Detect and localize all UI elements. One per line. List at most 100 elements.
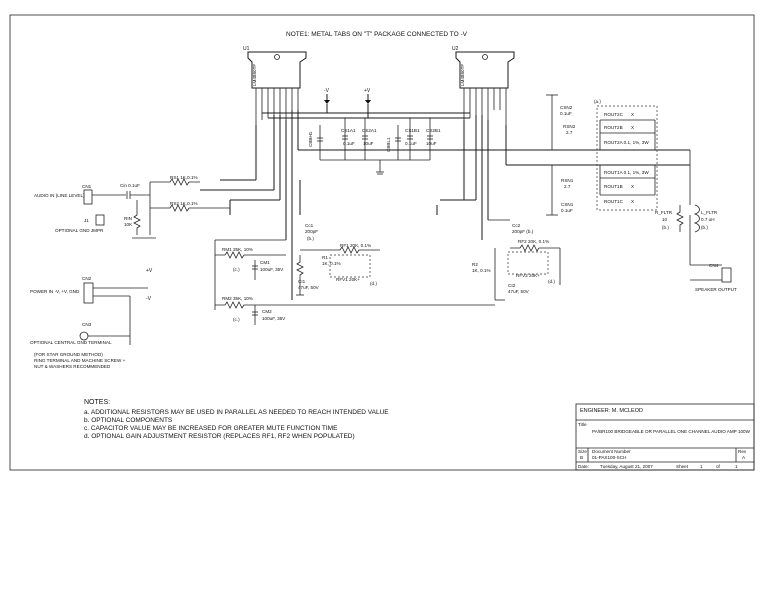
svg-text:47uF, 50V: 47uF, 50V [508,289,530,294]
drawing-title: PA/BR100 BRIDGEABLE OR PARALLEL ONE CHAN… [592,429,751,434]
notes-block: NOTES: a. ADDITIONAL RESISTORS MAY BE US… [84,399,389,440]
svg-text:0.1uF: 0.1uF [405,141,417,146]
feedback-network-1: Cc1 200pF (b.) RF1 20K, 0.1% R1 1K, 0.1%… [296,223,380,296]
ic-u2: U2 LM4880TF [452,46,515,89]
ic-pins [255,88,507,125]
svg-text:RF2 20K, 0.1%: RF2 20K, 0.1% [518,239,549,244]
j1-jumper [95,214,105,226]
svg-text:0.1uF: 0.1uF [560,111,572,116]
svg-text:(b.): (b.) [701,225,708,230]
main-wiring [200,110,690,300]
svg-text:CSN2: CSN2 [560,105,573,110]
rout-dashed-box [596,105,658,211]
svg-text:RM1 35K, 10%: RM1 35K, 10% [222,247,253,252]
svg-text:Date:: Date: [578,464,589,469]
svg-text:Sheet: Sheet [676,464,689,469]
svg-text:10K: 10K [124,222,133,227]
svg-text:(d.): (d.) [548,279,555,284]
svg-text:CS1A1: CS1A1 [341,128,356,133]
svg-text:CM1: CM1 [260,260,270,265]
output-filter: R_FLTR 10 (b.) L_FLTR 0.7 uH (b.) CN4 SP… [655,204,737,292]
svg-text:RING TERMINAL AND MACHINE SCRE: RING TERMINAL AND MACHINE SCREW + [34,358,126,363]
svg-text:200pF: 200pF [305,229,318,234]
svg-text:of: of [716,464,721,469]
svg-text:CS1B1: CS1B1 [405,128,420,133]
svg-text:+V: +V [146,268,153,274]
svg-text:X: X [631,125,634,130]
svg-text:CM2: CM2 [262,309,272,314]
svg-text:CSN1: CSN1 [561,202,574,207]
svg-text:X: X [631,112,634,117]
svg-text:Rev: Rev [738,449,747,454]
rfv2-box [507,251,549,275]
speaker-output-label: SPEAKER OUTPUT [695,287,737,292]
svg-text:Cin 0.1uF: Cin 0.1uF [120,183,140,188]
svg-text:Document Number: Document Number [592,449,631,454]
rfv1-box [329,254,371,278]
svg-text:CBBH1: CBBH1 [308,131,313,147]
svg-text:(c.): (c.) [233,267,240,272]
svg-text:1: 1 [700,464,703,469]
svg-text:2.7: 2.7 [566,130,573,135]
svg-text:J1: J1 [84,218,89,223]
document-number: 01-PAX100-SCH [592,455,626,460]
svg-text:(b.): (b.) [307,236,314,241]
svg-text:200pF (b.): 200pF (b.) [512,229,534,234]
svg-text:0.1uF: 0.1uF [561,208,573,213]
svg-text:RS1 1K,0.1%: RS1 1K,0.1% [170,175,198,180]
input-section: AUDIO IN (LINE LEVEL) CN1 Cin 0.1uF RS1 … [34,175,230,239]
svg-text:ROUT1C: ROUT1C [604,199,624,204]
decoupling-caps: CBBH1 CBBL1 CS1A1 CS2A1 CS1B1 CS2B1 0.1u… [308,118,441,175]
svg-text:RM2 35K, 10%: RM2 35K, 10% [222,296,253,301]
u1-part: LM4880TF [252,64,257,86]
svg-text:-V: -V [146,296,152,302]
mute-section: RM1 35K, 10% (c.) CM1 100uF, 35V RM2 35K… [214,239,495,325]
svg-text:RF1 20K, 0.1%: RF1 20K, 0.1% [340,243,371,248]
note-a: a. ADDITIONAL RESISTORS MAY BE USED IN P… [84,409,389,416]
output-resistor-bank: (a.) ROUT2C X ROUT2B X ROUT2A 0.1, 1%, 3… [594,99,722,281]
cn3-terminal [79,331,89,341]
note-header: NOTE1: METAL TABS ON "T" PACKAGE CONNECT… [286,31,468,38]
power-in-label: POWER IN -V, +V, GND [30,289,80,294]
gnd-terminal-label: OPTIONAL CENTRAL GND TERMINAL [30,340,112,345]
svg-text:(FOR STAR GROUND METHOD): (FOR STAR GROUND METHOD) [34,352,103,357]
svg-text:ROUT1A 0.1, 1%, 3W: ROUT1A 0.1, 1%, 3W [604,170,649,175]
svg-text:10uF: 10uF [426,141,437,146]
svg-text:CI1: CI1 [298,279,306,284]
svg-text:ROUT2C: ROUT2C [604,112,624,117]
svg-text:RS2 1K,0.1%: RS2 1K,0.1% [170,201,198,206]
svg-text:ROUT2A 0.1, 1%, 3W: ROUT2A 0.1, 1%, 3W [604,140,649,145]
svg-text:100uF, 35V: 100uF, 35V [260,267,284,272]
drawing-date: Tuesday, August 21, 2007 [600,464,653,469]
svg-text:2.7: 2.7 [564,184,571,189]
svg-text:Cc1: Cc1 [305,223,314,228]
note-b: b. OPTIONAL COMPONENTS [84,417,173,424]
svg-text:1K, 0.1%: 1K, 0.1% [472,268,491,273]
u1-ref: U1 [243,46,250,52]
svg-text:CI2: CI2 [508,283,516,288]
svg-text:NUT & WASHERS RECOMMENDED: NUT & WASHERS RECOMMENDED [34,364,111,369]
svg-text:CS2B1: CS2B1 [426,128,441,133]
svg-text:RIN: RIN [124,216,132,221]
svg-text:RSN1: RSN1 [561,178,574,183]
svg-text:0.7 uH: 0.7 uH [701,217,715,222]
sheet-border [9,14,755,471]
svg-text:(c.): (c.) [233,317,240,322]
ic-u1: U1 LM4880TF [243,46,307,89]
svg-text:(a.): (a.) [594,99,601,104]
svg-text:CBBL1: CBBL1 [386,137,391,152]
audio-in-label: AUDIO IN (LINE LEVEL) [34,193,85,198]
u2-part: LM4880TF [460,64,465,86]
svg-text:ROUT1B: ROUT1B [604,184,623,189]
svg-text:X: X [631,199,634,204]
cn4-connector [721,267,732,283]
title-block: ENGINEER: M. MCLEOD Title PA/BR100 BRIDG… [575,403,755,471]
engineer-field: ENGINEER: M. MCLEOD [580,408,643,414]
svg-text:OPTIONAL GND JMPR: OPTIONAL GND JMPR [55,228,104,233]
svg-text:Title: Title [578,422,587,427]
svg-text:0.1uF: 0.1uF [343,141,355,146]
pos-rail-label: +V [364,88,371,94]
svg-text:ROUT2B: ROUT2B [604,125,623,130]
snubber-network: CSN2 0.1uF RSN2 2.7 RSN1 2.7 CSN1 0.1uF [546,94,576,216]
cn1-connector [83,189,93,205]
